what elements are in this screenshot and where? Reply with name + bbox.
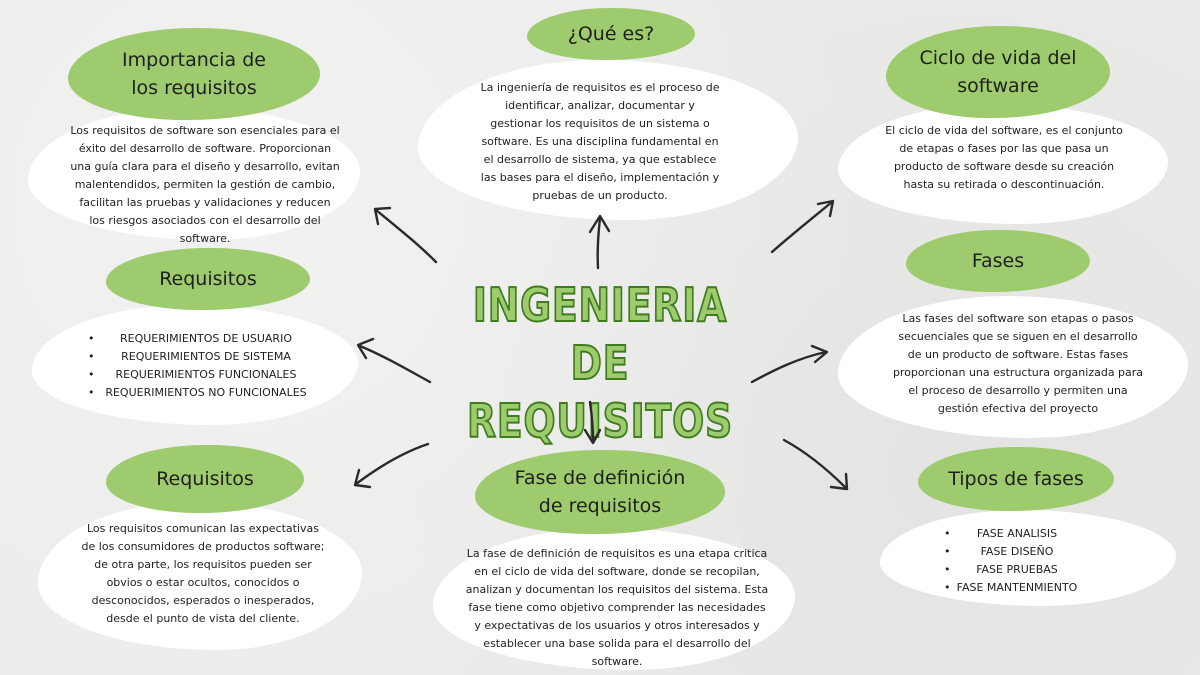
- arrow-to-fase-definicion: [583, 400, 602, 445]
- importancia-heading-line1: Importancia de: [122, 49, 266, 71]
- requisitos-lista-heading: Requisitos: [106, 248, 310, 310]
- fases-text: Las fases del software son etapas o paso…: [892, 312, 1144, 415]
- list-item: FASE PRUEBAS: [944, 561, 1090, 579]
- fases-heading: Fases: [906, 230, 1090, 292]
- que-es-blob: [418, 60, 798, 220]
- requisitos-list: REQUERIMIENTOS DE USUARIO REQUERIMIENTOS…: [88, 330, 324, 402]
- arrow-to-requisitos-texto: [353, 442, 430, 489]
- arrow-to-ciclo-vida: [770, 199, 835, 254]
- fase-definicion-heading-line1: Fase de definición: [514, 467, 686, 489]
- fases-blob: [838, 296, 1188, 438]
- list-item: REQUERIMIENTOS DE SISTEMA: [88, 348, 324, 366]
- tipos-fases-heading-text: Tipos de fases: [948, 468, 1084, 490]
- arrow-to-que-es: [588, 214, 611, 270]
- arrow-to-fases: [750, 344, 829, 384]
- central-title-line2: REQUISITOS: [466, 393, 733, 449]
- list-item: FASE ANALISIS: [944, 525, 1090, 543]
- fases-heading-text: Fases: [971, 250, 1025, 272]
- list-item: REQUERIMIENTOS NO FUNCIONALES: [88, 384, 324, 402]
- fase-definicion-heading-line2: de requisitos: [538, 495, 662, 517]
- ciclo-vida-heading-line1: Ciclo de vida del: [919, 47, 1077, 69]
- arrow-to-requisitos-lista: [356, 337, 432, 384]
- importancia-text: Los requisitos de software son esenciale…: [70, 124, 340, 245]
- fase-definicion-text: La fase de definición de requisitos es u…: [465, 547, 769, 668]
- fase-definicion-blob: [433, 528, 795, 670]
- requisitos-texto-heading-text: Requisitos: [156, 468, 254, 490]
- list-item: REQUERIMIENTOS FUNCIONALES: [88, 366, 324, 384]
- importancia-heading: Importancia de los requisitos: [68, 28, 320, 120]
- que-es-heading-text: ¿Qué es?: [567, 23, 655, 45]
- arrow-to-tipos-fases: [782, 438, 849, 491]
- fase-definicion-heading: Fase de definición de requisitos: [475, 450, 725, 534]
- requisitos-lista-heading-text: Requisitos: [159, 268, 257, 290]
- list-item: REQUERIMIENTOS DE USUARIO: [88, 330, 324, 348]
- arrow-to-importancia: [373, 206, 438, 264]
- importancia-blob: [28, 108, 360, 240]
- importancia-heading-line2: los requisitos: [131, 77, 257, 99]
- ciclo-vida-heading: Ciclo de vida del software: [886, 26, 1110, 118]
- list-item: FASE MANTENMIENTO: [944, 579, 1090, 597]
- requisitos-texto-blob: [38, 502, 362, 650]
- tipos-fases-heading: Tipos de fases: [918, 447, 1114, 511]
- ciclo-vida-heading-line2: software: [957, 75, 1039, 97]
- list-item: FASE DISEÑO: [944, 543, 1090, 561]
- que-es-text: La ingeniería de requisitos es el proces…: [480, 81, 720, 202]
- tipos-fases-list: FASE ANALISIS FASE DISEÑO FASE PRUEBAS F…: [944, 525, 1090, 597]
- central-title: INGENIERIA DE REQUISITOS: [452, 276, 747, 450]
- ciclo-vida-blob: [838, 104, 1168, 224]
- ciclo-vida-text: El ciclo de vida del software, es el con…: [885, 124, 1123, 191]
- central-title-line1: INGENIERIA DE: [472, 277, 728, 391]
- requisitos-texto-heading: Requisitos: [106, 445, 304, 513]
- requisitos-texto-text: Los requisitos comunican las expectativa…: [81, 522, 325, 625]
- que-es-heading: ¿Qué es?: [527, 8, 695, 60]
